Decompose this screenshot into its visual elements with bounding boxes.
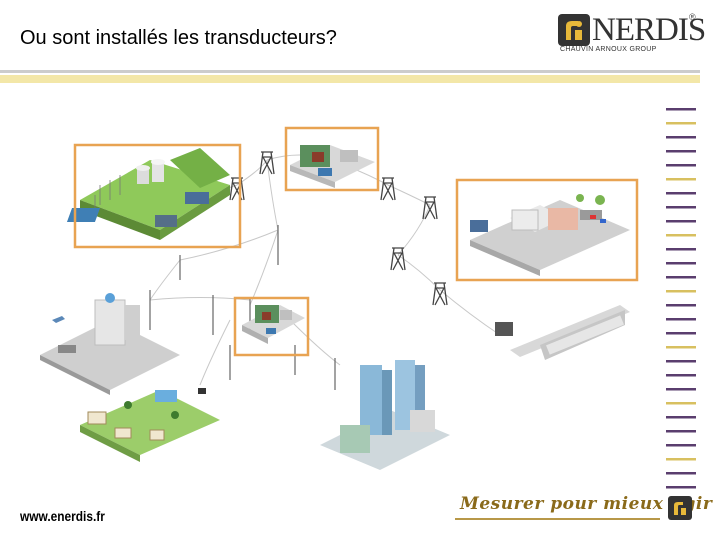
stripe: [666, 444, 696, 447]
logo-subtitle: CHAUVIN ARNOUX GROUP: [560, 46, 657, 53]
residential-zone: [80, 388, 220, 462]
registered-mark: ®: [689, 12, 696, 22]
slogan: Mesurer pour mieux Agir: [460, 494, 713, 514]
city-zone: [320, 360, 450, 470]
hospital-zone: [40, 293, 180, 395]
stripe: [666, 220, 696, 223]
distribution-poles: [149, 225, 336, 390]
power-network-illustration: [40, 126, 639, 470]
stripe: [666, 458, 696, 461]
stripe: [666, 346, 696, 349]
train-zone: [495, 305, 630, 360]
enerdis-logo: NERDIS CHAUVIN ARNOUX GROUP ®: [556, 10, 706, 58]
stripe: [666, 430, 696, 433]
stripe: [666, 332, 696, 335]
stripe: [666, 388, 696, 391]
highlight-factory: [455, 178, 639, 282]
pylon: [390, 247, 406, 271]
footer-website: www.enerdis.fr: [20, 508, 105, 524]
substation-top: [290, 145, 375, 188]
stripe: [666, 136, 696, 139]
stripe: [666, 178, 696, 181]
stripe: [666, 276, 696, 279]
stripe: [666, 122, 696, 125]
pylon: [422, 196, 438, 220]
stripe: [666, 192, 696, 195]
stripe: [666, 374, 696, 377]
stripe: [666, 486, 696, 489]
stripe: [666, 164, 696, 167]
stripe: [666, 416, 696, 419]
highlight-substation-top: [284, 126, 380, 192]
stripe: [666, 472, 696, 475]
slogan-underline: [455, 518, 660, 520]
stripe: [666, 248, 696, 251]
pylons: [229, 151, 448, 306]
stripe: [666, 108, 696, 111]
logo-wordmark: NERDIS: [592, 12, 706, 48]
factory-zone: [470, 194, 630, 276]
stripe: [666, 234, 696, 237]
stripe: [666, 402, 696, 405]
stripe: [666, 360, 696, 363]
stripe-pattern: [666, 108, 696, 489]
stripe: [666, 304, 696, 307]
pylon: [432, 282, 448, 306]
pylon: [259, 151, 275, 175]
slide-title: Ou sont installés les transducteurs?: [20, 27, 337, 49]
header-divider: [0, 70, 700, 83]
enerdis-small-emblem-icon: [668, 496, 692, 520]
pylon: [229, 177, 245, 201]
enerdis-emblem-icon: [558, 14, 590, 46]
highlight-power-plant: [73, 143, 242, 249]
pylon: [380, 177, 396, 201]
substation-middle: [242, 305, 305, 344]
stripe: [666, 290, 696, 293]
transducer-highlights: [73, 126, 639, 357]
stripe: [666, 262, 696, 265]
power-plant-zone: [66, 148, 230, 240]
stripe: [666, 318, 696, 321]
decorative-stripes: [666, 108, 696, 489]
stripe: [666, 150, 696, 153]
stripe: [666, 206, 696, 209]
highlight-substation-middle: [233, 296, 310, 357]
